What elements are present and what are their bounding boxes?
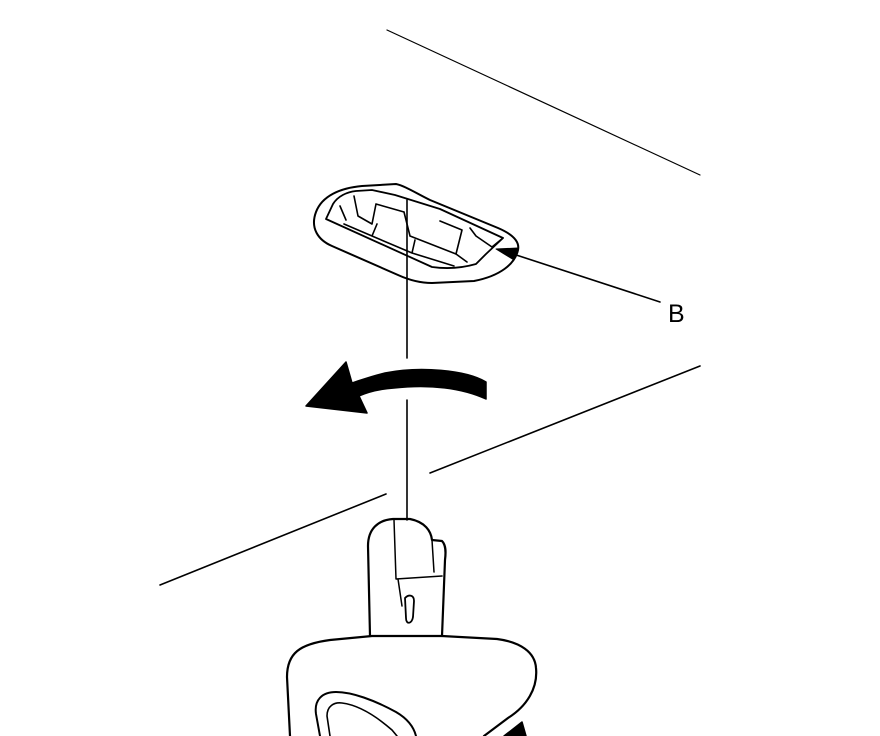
hook-stem-slot <box>404 594 415 624</box>
socket-rear-wall <box>353 195 463 255</box>
hook-finger-hole <box>314 691 417 736</box>
socket-side-tab <box>469 227 504 248</box>
hook-stem-detail <box>393 519 443 607</box>
socket-floor <box>339 205 468 267</box>
coat-hook <box>285 517 538 736</box>
socket-opening <box>325 189 504 269</box>
leader-line <box>503 250 661 303</box>
hook-base <box>285 634 538 736</box>
retainer-socket <box>313 183 520 284</box>
roof-edge-lower-right <box>429 365 701 474</box>
rotation-arrow <box>305 361 487 414</box>
callout-b-label: B <box>668 300 685 328</box>
hook-edge-tab <box>503 721 527 736</box>
hook-stem <box>366 517 447 638</box>
leader-arrowhead <box>495 247 519 261</box>
callout-b-leader <box>495 247 661 303</box>
hook-finger-hole-inner <box>326 702 398 736</box>
roof-edge-lower-left <box>159 493 387 586</box>
socket-bezel-outer <box>313 183 520 284</box>
roof-edge-upper <box>386 29 701 176</box>
